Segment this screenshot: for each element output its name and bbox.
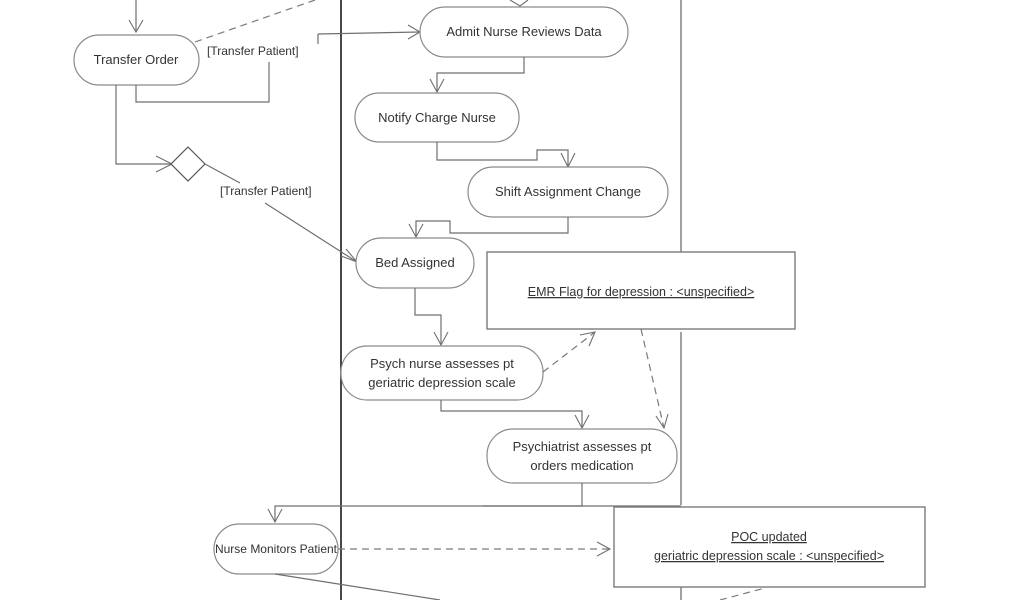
flow-to-decision	[115, 85, 172, 165]
arrowhead	[267, 508, 283, 524]
activity-notify-charge-nurse[interactable]: Notify Charge Nurse	[354, 92, 520, 143]
flow-transfer-loop	[135, 62, 270, 103]
flow-decision-to-bed	[264, 202, 358, 263]
flow-psych-nurse-to-psychiatrist	[440, 400, 583, 428]
object-emr-flag[interactable]: EMR Flag for depression : <unspecified>	[486, 251, 796, 330]
activity-label: Admit Nurse Reviews Data	[446, 24, 602, 39]
activity-label-line1: Psych nurse assesses pt	[370, 356, 514, 371]
arrowhead	[574, 414, 590, 430]
activity-transfer-order[interactable]: Transfer Order	[73, 34, 200, 86]
arrowhead	[408, 223, 424, 239]
guard-transfer-patient-top: [Transfer Patient]	[207, 44, 299, 58]
activity-label-line1: Psychiatrist assesses pt	[513, 439, 652, 454]
flow-to-admit-nurse	[317, 31, 421, 35]
object-poc-updated[interactable]: POC updated geriatric depression scale :…	[613, 506, 926, 588]
flow-monitor-outgoing	[274, 573, 441, 600]
arrowhead	[433, 331, 449, 347]
activity-label-line2: geriatric depression scale	[368, 375, 515, 390]
activity-label: Bed Assigned	[375, 255, 455, 270]
arrowhead-top	[509, 0, 529, 7]
activity-label-line2: orders medication	[530, 458, 633, 473]
activity-label: Nurse Monitors Patient	[215, 542, 338, 556]
arrowhead	[596, 541, 612, 557]
activity-shift-assignment-change[interactable]: Shift Assignment Change	[467, 166, 669, 218]
flow-shift-to-bed	[415, 217, 569, 237]
activity-label: Shift Assignment Change	[495, 184, 641, 199]
flow-psychiatrist-to-monitor	[274, 483, 583, 522]
arrowhead	[429, 78, 445, 94]
object-flow-top	[194, 0, 316, 43]
object-label-line1: POC updated	[731, 530, 807, 544]
object-flow-emr-to-psychiatrist	[640, 328, 665, 429]
arrowhead	[655, 413, 669, 430]
object-label: EMR Flag for depression : <unspecified>	[528, 285, 755, 299]
object-flow-psych-to-emr	[542, 331, 596, 373]
arrowhead	[579, 331, 596, 347]
object-label-line2: geriatric depression scale : <unspecifie…	[654, 549, 884, 563]
activity-label: Notify Charge Nurse	[378, 110, 496, 125]
activity-nurse-monitors-patient[interactable]: Nurse Monitors Patient	[213, 523, 339, 575]
activity-psych-nurse-assesses[interactable]: Psych nurse assesses pt geriatric depres…	[340, 345, 544, 401]
flow-notify-to-shift	[436, 142, 569, 167]
activity-admit-nurse-reviews-data[interactable]: Admit Nurse Reviews Data	[419, 6, 629, 58]
arrowhead	[128, 19, 144, 34]
guard-transfer-patient-decision: [Transfer Patient]	[220, 184, 312, 198]
flow-bed-to-psych-nurse	[414, 288, 442, 345]
decision-node[interactable]	[170, 146, 206, 182]
flow-decision-segment-1	[204, 163, 241, 184]
flow-admit-to-notify	[436, 57, 525, 92]
activity-psychiatrist-assesses[interactable]: Psychiatrist assesses pt orders medicati…	[486, 428, 678, 484]
object-flow-bottom	[719, 587, 766, 600]
activity-label: Transfer Order	[94, 52, 179, 67]
activity-bed-assigned[interactable]: Bed Assigned	[355, 237, 475, 289]
